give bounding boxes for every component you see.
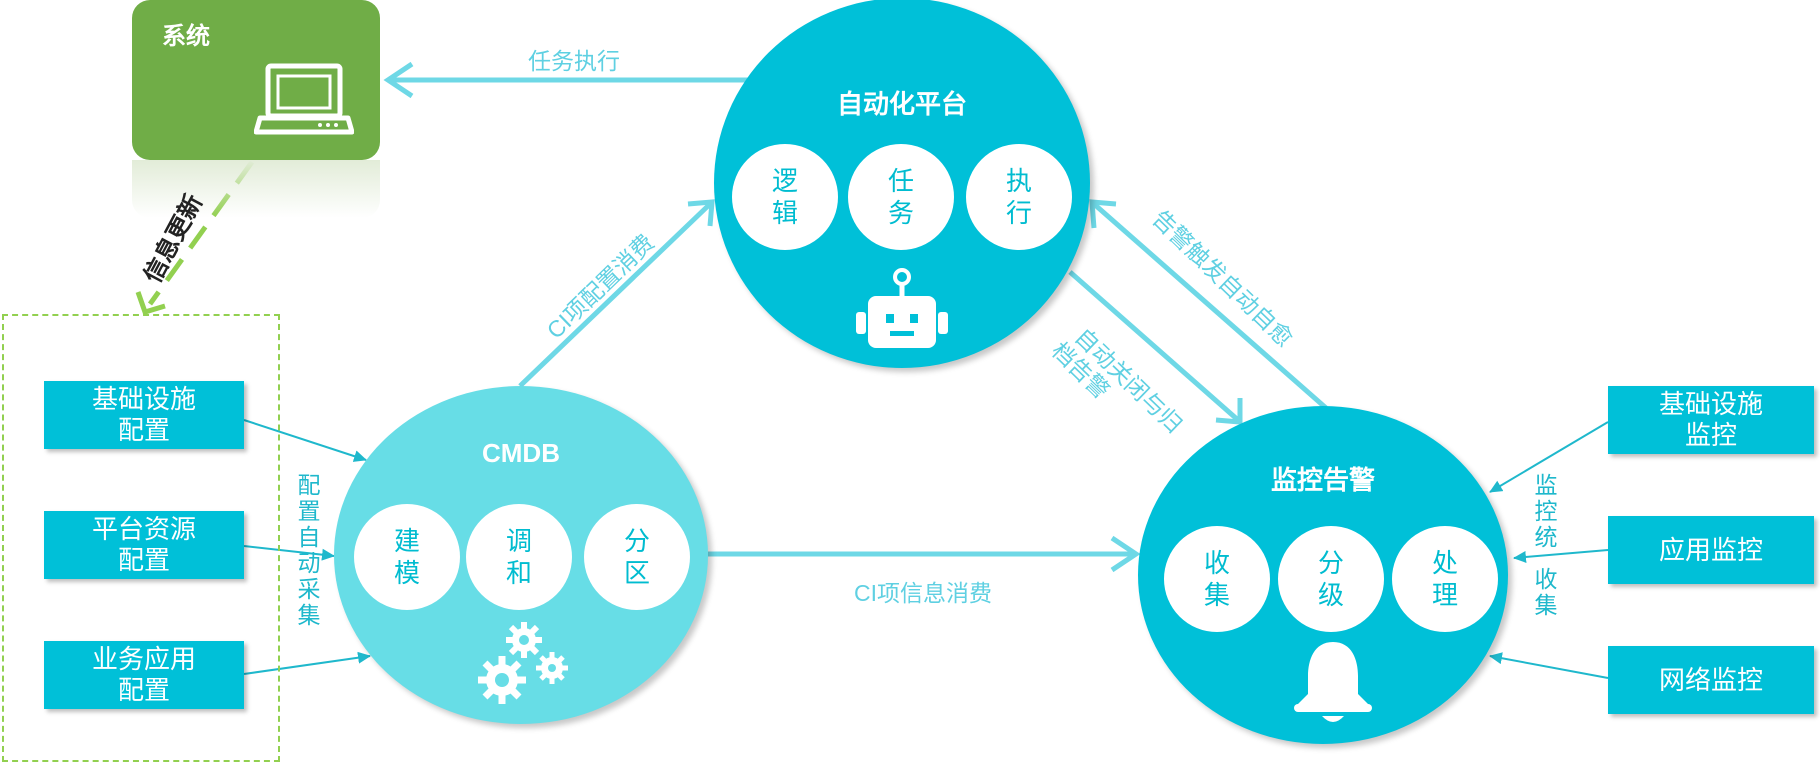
automation-item-logic[interactable]: 逻辑 [732,144,838,250]
edge-label-task-exec: 任务执行 [528,48,620,74]
edge-info-update [147,160,255,306]
automation-title: 自动化平台 [836,89,967,119]
config-collect-label: 配置自动采集 [297,472,321,628]
cmdb-item-model[interactable]: 建模 [354,504,460,610]
automation-item-task[interactable]: 任务 [848,144,954,250]
monitor-collect-label-b: 收集 [1534,566,1558,618]
cmdb-item-partition[interactable]: 分区 [584,504,690,610]
bell-icon [1294,642,1372,722]
automation-node: 自动化平台 逻辑 任务 执行 [714,0,1090,368]
robot-icon [856,268,948,348]
system-title: 系统 [162,23,210,50]
cmdb-title: CMDB [482,438,560,468]
config-source-infra[interactable]: 基础设施配置 [44,381,244,449]
system-reflection [132,160,380,218]
config-source-business[interactable]: 业务应用配置 [44,641,244,709]
monitor-source-app[interactable]: 应用监控 [1608,516,1814,584]
monitoring-node: 监控告警 收集 分级 处理 [1138,406,1508,744]
edge-alert-trigger [1092,202,1328,410]
config-source-panel [2,314,280,762]
gears-icon [478,622,568,704]
system-node [132,0,380,160]
cmdb-item-reconcile[interactable]: 调和 [466,504,572,610]
monitor-source-network[interactable]: 网络监控 [1608,646,1814,714]
laptop-icon [254,63,354,135]
cmdb-node: CMDB 建模 调和 分区 [334,386,708,724]
monitor-collect-label-a: 监控统 [1534,472,1558,550]
monitoring-item-handle[interactable]: 处理 [1392,526,1498,632]
edge-auto-close [1068,270,1240,422]
monitor-source-infra[interactable]: 基础设施监控 [1608,386,1814,454]
edge-ci-config [518,202,712,388]
automation-item-exec[interactable]: 执行 [966,144,1072,250]
monitoring-item-collect[interactable]: 收集 [1164,526,1270,632]
config-source-platform[interactable]: 平台资源配置 [44,511,244,579]
edge-label-ci-info: CI项信息消费 [854,580,992,606]
monitoring-title: 监控告警 [1270,465,1375,495]
monitoring-item-grade[interactable]: 分级 [1278,526,1384,632]
